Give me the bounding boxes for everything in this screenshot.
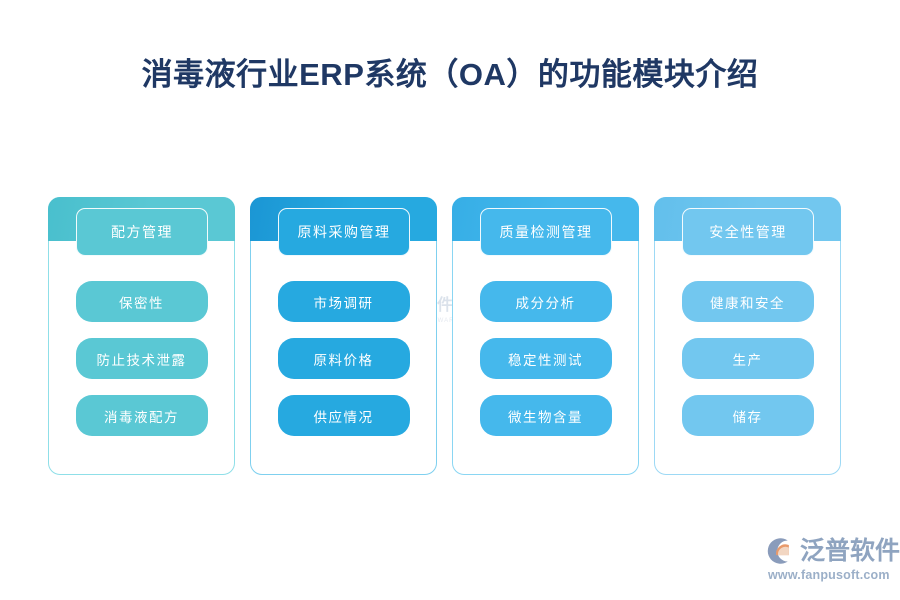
card-item-list-3: 成分分析 稳定性测试 微生物含量: [452, 281, 639, 436]
brand-logo: 泛普软件 www.fanpusoft.com: [766, 536, 900, 582]
list-item[interactable]: 储存: [681, 395, 814, 436]
card-item-list-2: 市场调研 原料价格 供应情况: [250, 281, 437, 436]
list-item[interactable]: 微生物含量: [479, 395, 612, 436]
list-item[interactable]: 供应情况: [277, 395, 410, 436]
list-item[interactable]: 原料价格: [277, 338, 410, 379]
list-item[interactable]: 生产: [681, 338, 814, 379]
fanpu-logo-icon: [767, 538, 789, 564]
card-title-chip-4[interactable]: 安全性管理: [682, 208, 814, 256]
module-card-4[interactable]: 安全性管理 健康和安全 生产 储存: [654, 197, 841, 475]
card-title-chip-1[interactable]: 配方管理: [76, 208, 208, 256]
brand-url: www.fanpusoft.com: [768, 568, 890, 582]
card-title-chip-2[interactable]: 原料采购管理: [278, 208, 410, 256]
page-title: 消毒液行业ERP系统（OA）的功能模块介绍: [141, 57, 759, 92]
list-item[interactable]: 防止技术泄露: [75, 338, 208, 379]
card-item-list-1: 保密性 防止技术泄露 消毒液配方: [48, 281, 235, 436]
list-item[interactable]: 稳定性测试: [479, 338, 612, 379]
card-item-list-4: 健康和安全 生产 储存: [654, 281, 841, 436]
module-card-1[interactable]: 配方管理 保密性 防止技术泄露 消毒液配方: [48, 197, 235, 475]
brand-name: 泛普软件: [800, 536, 900, 565]
module-card-3[interactable]: 质量检测管理 成分分析 稳定性测试 微生物含量: [452, 197, 639, 475]
list-item[interactable]: 保密性: [75, 281, 208, 322]
module-card-deck: 配方管理 保密性 防止技术泄露 消毒液配方 原料采购管理 市场调研 原料价格 供…: [48, 197, 848, 475]
list-item[interactable]: 成分分析: [479, 281, 612, 322]
module-card-2[interactable]: 原料采购管理 市场调研 原料价格 供应情况: [250, 197, 437, 475]
card-title-chip-3[interactable]: 质量检测管理: [480, 208, 612, 256]
list-item[interactable]: 健康和安全: [681, 281, 814, 322]
list-item[interactable]: 市场调研: [277, 281, 410, 322]
list-item[interactable]: 消毒液配方: [75, 395, 208, 436]
